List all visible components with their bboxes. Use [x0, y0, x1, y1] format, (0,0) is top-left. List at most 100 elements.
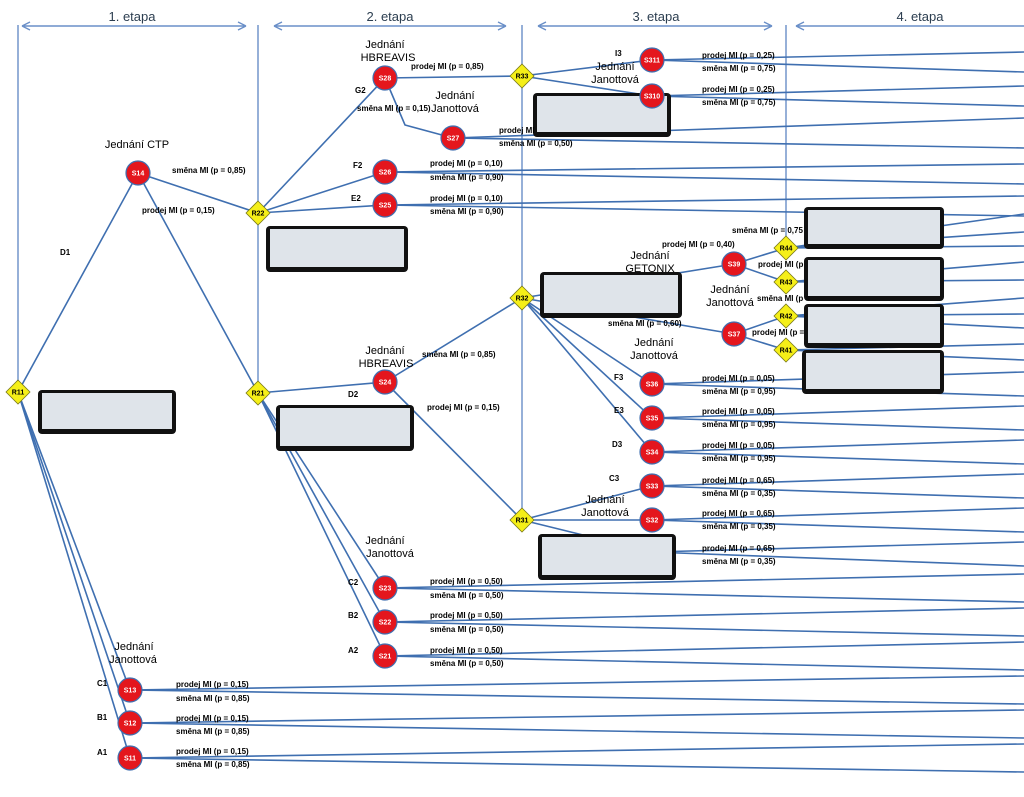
- title-hbreavis-1-line1: Jednání: [365, 39, 404, 51]
- chance-node-s26: S26: [372, 159, 398, 185]
- prob-label: směna MI (p = 0,85): [172, 166, 246, 175]
- prob-label: směna MI (p = 0,75): [702, 98, 776, 107]
- decision-node-r33: R33: [509, 63, 535, 89]
- svg-text:S25: S25: [379, 203, 392, 210]
- table-thumbnails: [38, 93, 944, 580]
- table-thumbnail: [804, 257, 944, 301]
- prob-label: směna MI (p = 0,85): [422, 350, 496, 359]
- chance-node-s25: S25: [372, 192, 398, 218]
- title-hbreavis-2-line2: HBREAVIS: [359, 358, 414, 370]
- svg-text:S23: S23: [379, 586, 392, 593]
- branch-label-d1: D1: [60, 248, 71, 257]
- branch-label-a2: A2: [348, 646, 359, 655]
- prob-label: prodej MI (p = 0,10): [430, 194, 503, 203]
- chance-node-s14: S14: [125, 160, 151, 186]
- chance-node-s21: S21: [372, 643, 398, 669]
- svg-text:S13: S13: [124, 688, 137, 695]
- svg-text:S36: S36: [646, 382, 659, 389]
- prob-label: prodej MI (p = 0,65): [702, 476, 775, 485]
- title-janottova-7-line2: Janottová: [109, 654, 158, 666]
- branch-label-a1: A1: [97, 748, 108, 757]
- prob-label: prodej MI (p = 0,15): [176, 714, 249, 723]
- decision-node-r41: R41: [773, 337, 799, 363]
- title-janottova-5-line2: Janottová: [581, 507, 630, 519]
- chance-nodes: S11 S12 S13 S14 S21 S22 S23 S24 S25 S26 …: [117, 47, 747, 771]
- prob-label: prodej MI (p = 0,15): [142, 206, 215, 215]
- prob-label: prodej MI (p = 0,05): [702, 374, 775, 383]
- decision-node-r22: R22: [245, 200, 271, 226]
- table-thumbnail: [533, 93, 671, 137]
- svg-text:S37: S37: [728, 332, 741, 339]
- prob-label: prodej MI (p = 0,40): [662, 240, 735, 249]
- title-ctp: Jednání CTP: [105, 139, 169, 151]
- chance-node-s35: S35: [639, 405, 665, 431]
- prob-label: prodej MI (p = 0,50): [430, 611, 503, 620]
- prob-label: směna MI (p = 0,60): [608, 319, 682, 328]
- probability-labels: směna MI (p = 0,85) prodej MI (p = 0,15)…: [142, 51, 810, 769]
- chance-node-s32: S32: [639, 507, 665, 533]
- chance-node-s33: S33: [639, 473, 665, 499]
- branch-label-e3: E3: [614, 406, 624, 415]
- prob-label: prodej MI (p = 0,15): [427, 403, 500, 412]
- prob-label: prodej MI (p = 0,15): [176, 747, 249, 756]
- chance-node-s37: S37: [721, 321, 747, 347]
- prob-label: prodej MI: [499, 126, 535, 135]
- stage-axis: 1. etapa 2. etapa 3. etapa 4. etapa: [17, 9, 1024, 510]
- prob-label: směna MI (p = 0,75: [732, 226, 803, 235]
- prob-label: prodej MI (p = 0,15): [176, 680, 249, 689]
- prob-label: směna MI (p = 0,75): [702, 64, 776, 73]
- chance-node-s36: S36: [639, 371, 665, 397]
- prob-label: prodej MI (p = 0,65): [702, 544, 775, 553]
- prob-label: směna MI (p = 0,95): [702, 387, 776, 396]
- prob-label: směna MI (p = 0,85): [176, 760, 250, 769]
- prob-label: směna MI (p = 0,50): [430, 659, 504, 668]
- prob-label: prodej MI (p: [758, 260, 803, 269]
- svg-text:S311: S311: [644, 58, 660, 65]
- svg-text:R41: R41: [780, 348, 793, 355]
- prob-label: prodej MI (p =: [752, 328, 805, 337]
- prob-label: směna MI (p = 0,85): [176, 694, 250, 703]
- decision-node-r31: R31: [509, 507, 535, 533]
- branch-label-d3: D3: [612, 440, 623, 449]
- prob-label: směna MI (p =: [757, 294, 810, 303]
- title-janottova-4-line2: Janottová: [630, 350, 679, 362]
- svg-text:S27: S27: [447, 136, 460, 143]
- title-janottova-1-line1: Jednání: [435, 90, 474, 102]
- svg-text:S33: S33: [646, 484, 659, 491]
- prob-label: směna MI (p = 0,50): [430, 591, 504, 600]
- branch-labels: D1 C1 B1 A1 D2 C2 B2 A2 F2 E2 G2 I3 F3 E…: [60, 49, 624, 757]
- svg-text:R42: R42: [780, 314, 793, 321]
- chance-node-s310: S310: [639, 83, 665, 109]
- svg-text:S28: S28: [379, 76, 392, 83]
- prob-label: prodej MI (p = 0,25): [702, 51, 775, 60]
- branch-label-e2: E2: [351, 194, 361, 203]
- table-thumbnail: [266, 226, 408, 272]
- branch-label-b2: B2: [348, 611, 359, 620]
- title-hbreavis-1-line2: HBREAVIS: [361, 52, 416, 64]
- table-thumbnail: [804, 207, 944, 249]
- title-hbreavis-2-line1: Jednání: [365, 345, 404, 357]
- table-thumbnail: [540, 272, 682, 318]
- title-janottova-1-line2: Janottová: [431, 103, 480, 115]
- table-thumbnail: [804, 304, 944, 348]
- chance-node-s22: S22: [372, 609, 398, 635]
- svg-text:R31: R31: [516, 518, 529, 525]
- chance-node-s27: S27: [440, 125, 466, 151]
- branch-label-b1: B1: [97, 713, 108, 722]
- svg-text:S39: S39: [728, 262, 741, 269]
- chance-node-s11: S11: [117, 745, 143, 771]
- prob-label: směna MI (p = 0,50): [430, 625, 504, 634]
- prob-label: směna MI (p = 0,90): [430, 173, 504, 182]
- chance-node-s23: S23: [372, 575, 398, 601]
- svg-text:R32: R32: [516, 296, 529, 303]
- table-thumbnail: [802, 350, 944, 394]
- branch-label-f3: F3: [614, 373, 624, 382]
- svg-text:S35: S35: [646, 416, 659, 423]
- branch-label-g2: G2: [355, 86, 366, 95]
- table-thumbnail: [38, 390, 176, 434]
- svg-text:R22: R22: [252, 211, 265, 218]
- chance-node-s13: S13: [117, 677, 143, 703]
- title-getonix-line1: Jednání: [630, 250, 669, 262]
- prob-label: směna MI (p = 0,95): [702, 420, 776, 429]
- title-janottova-5-line1: Jednání: [585, 494, 624, 506]
